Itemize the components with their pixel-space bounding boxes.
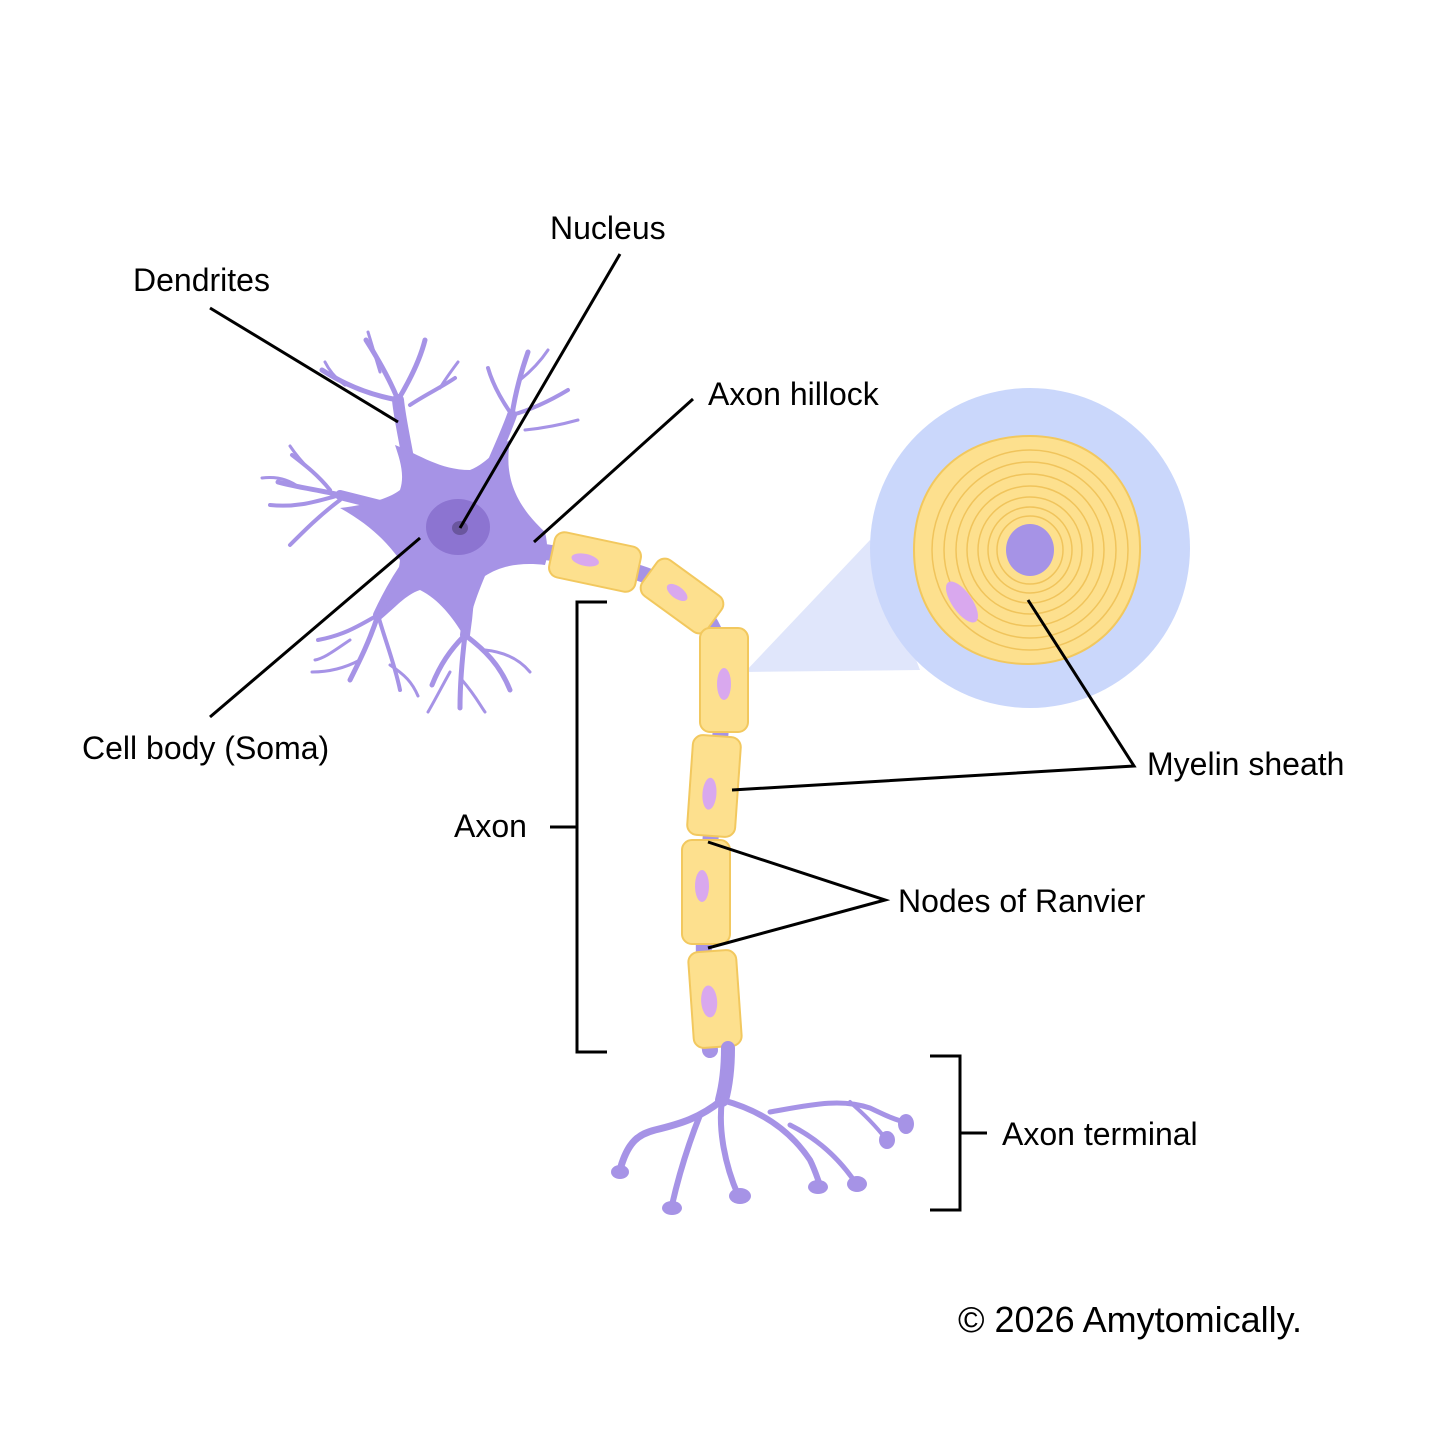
axon-hillock-leader — [532, 397, 695, 544]
myelin-sheath-label: Myelin sheath — [1147, 746, 1345, 782]
axon-bracket — [575, 600, 607, 1054]
axon-terminal-branches — [616, 1041, 908, 1208]
copyright-notice: © 2026 Amytomically. — [958, 1299, 1302, 1340]
nucleus-leader — [458, 253, 622, 529]
cell-body-label: Cell body (Soma) — [82, 730, 330, 766]
axon-label: Axon — [454, 808, 527, 844]
schwann-nucleus — [945, 581, 979, 623]
nucleus-label: Nucleus — [550, 210, 666, 246]
myelin-leader — [731, 599, 1137, 792]
myelin-segments — [548, 531, 749, 1049]
nodes-leader — [707, 840, 891, 950]
dendrites-leader — [209, 306, 399, 424]
dendrites-label: Dendrites — [133, 262, 270, 298]
axon-terminal-bracket — [930, 1054, 962, 1212]
dendrites — [260, 330, 580, 714]
axon-hillock-label: Axon hillock — [708, 376, 879, 412]
axon-cross-section — [870, 388, 1190, 708]
axon-terminal-label: Axon terminal — [1002, 1116, 1198, 1152]
nodes-of-ranvier-label: Nodes of Ranvier — [898, 883, 1146, 919]
axon-core — [1006, 524, 1054, 576]
leader-lines — [209, 253, 1137, 1212]
synaptic-knobs — [611, 1114, 914, 1215]
cell-body-leader — [209, 536, 421, 719]
